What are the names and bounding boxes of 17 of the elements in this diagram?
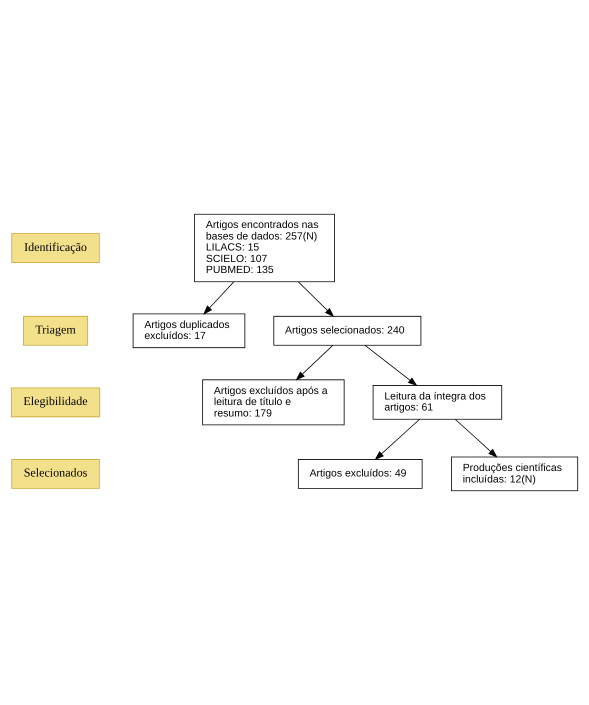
node-box: Artigos selecionados: 240 [273, 316, 422, 346]
arrow [454, 418, 498, 458]
node-box: Identificação [11, 233, 100, 263]
node-box: Artigos encontrados nas bases de dados: 257(N) LILACS: 15 SCIELO: 107 PUBMED: 135 [194, 214, 335, 282]
arrow [296, 345, 334, 381]
arrow [374, 418, 420, 460]
arrow [203, 281, 234, 315]
node-box: Elegibilidade [10, 387, 100, 418]
arrow [364, 345, 418, 386]
node-box: Triagem [22, 316, 88, 346]
node-box: Artigos duplicados excluídos: 17 [132, 314, 246, 348]
node-box: Artigos excluídos: 49 [298, 459, 423, 489]
node-box: Produções científicas incluídas: 12(N) [451, 456, 578, 492]
node-box: Leitura da íntegra dos artigos: 61 [372, 385, 502, 420]
node-box: Artigos excluídos após a leitura de título e resumo: 179 [202, 379, 345, 426]
arrow [298, 281, 334, 318]
node-box: Selecionados [11, 459, 100, 489]
